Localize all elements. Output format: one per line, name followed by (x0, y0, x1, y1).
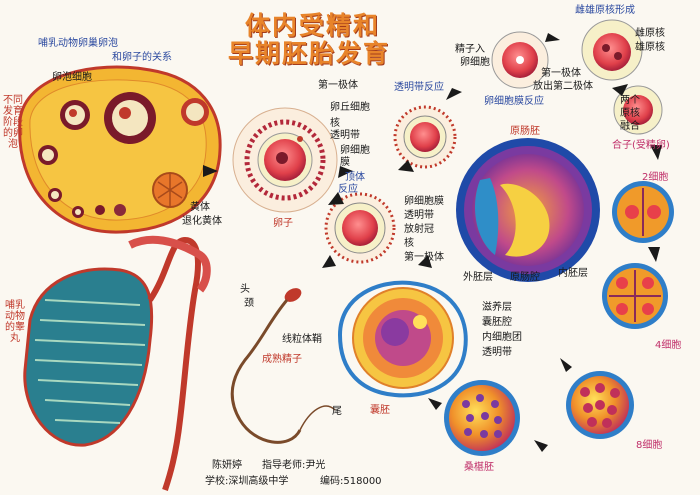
label-oocyte-name: 卵子 (273, 218, 293, 229)
gastrula (456, 138, 600, 282)
ovary-caption-line1: 哺乳动物卵巢卵泡 (38, 38, 118, 49)
label-oocyte-zona: 透明带 (330, 130, 360, 141)
label-corpus-luteum: 黄体 (190, 202, 210, 213)
label-right-nucleus: 核 (404, 238, 414, 249)
label-blastocoel: 囊胚腔 (482, 317, 512, 328)
label-oocyte-nucleus: 核 (330, 118, 340, 129)
label-fusion-1: 两个 (620, 95, 640, 106)
embryo-4-cell (602, 263, 668, 329)
label-blastocyst: 囊胚 (370, 405, 390, 416)
label-sperm-head: 头 (240, 284, 250, 295)
label-female-pronucleus: 雌原核 (635, 28, 665, 39)
follicle-mature (181, 98, 209, 126)
label-right-corona: 放射冠 (404, 224, 434, 235)
label-4-cell: 4细胞 (655, 340, 682, 351)
zygote-cell (613, 85, 663, 135)
label-oocyte-membrane-1: 卵细胞 (340, 145, 370, 156)
footer-postcode: 编码:518000 (320, 476, 382, 487)
fertilization-cell-lower (324, 192, 396, 264)
mature-sperm (230, 288, 336, 444)
label-first-polar-body: 第一极体 (318, 80, 358, 91)
flow-arrows (203, 33, 662, 452)
label-gastrula: 原肠胚 (510, 126, 540, 137)
label-zona-reaction: 透明带反应 (394, 82, 444, 93)
label-inner-cell-mass: 内细胞团 (482, 332, 522, 343)
label-right-polar-body: 第一极体 (404, 252, 444, 263)
label-morula: 桑椹胚 (464, 462, 494, 473)
label-sperm-tail: 尾 (332, 406, 342, 417)
label-fusion-2: 原核 (620, 108, 640, 119)
label-zygote: 合子(受精卵) (612, 140, 670, 151)
morula (444, 380, 520, 456)
label-male-pronucleus: 雄原核 (635, 42, 665, 53)
pronuclei-cell (581, 19, 643, 81)
label-corona-cell: 卵丘细胞 (330, 102, 370, 113)
title-line-1: 体内受精和 (245, 11, 381, 40)
ovary-side-label: 不同发育阶段的卵泡 (3, 95, 23, 150)
oocyte-cell (232, 107, 338, 213)
label-fusion-3: 融合 (620, 121, 640, 132)
label-right-membrane: 卵细胞膜 (404, 196, 444, 207)
footer-teacher: 指导老师:尹光 (262, 460, 326, 471)
footer-author: 陈妍婷 (212, 460, 242, 471)
title-line-2: 早期胚胎发育 (228, 39, 391, 68)
ovary-caption-line2: 和卵子的关系 (112, 52, 172, 63)
label-8-cell: 8细胞 (636, 440, 663, 451)
label-acrosome-reaction-1: 顶体 (345, 172, 365, 183)
sperm-entering-egg (491, 31, 549, 89)
label-archenteron: 原肠腔 (510, 272, 540, 283)
label-ectoderm: 外胚层 (463, 272, 493, 283)
label-trophoblast: 滋养层 (482, 302, 512, 313)
blastocyst (337, 280, 468, 398)
label-sperm-enter-2: 卵细胞 (460, 57, 490, 68)
label-right-zona: 透明带 (404, 210, 434, 221)
label-endoderm: 内胚层 (558, 268, 588, 279)
label-membrane-reaction: 卵细胞膜反应 (484, 96, 544, 107)
label-oocyte-membrane-2: 膜 (340, 157, 350, 168)
fertilization-cell-upper (393, 105, 457, 169)
embryo-2-cell (612, 181, 674, 243)
ovary-diagram (18, 65, 222, 234)
label-pronuclei-title: 雌雄原核形成 (575, 5, 635, 16)
embryo-8-cell (566, 371, 634, 439)
corpus-luteum (152, 172, 188, 208)
label-blastocyst-zona: 透明带 (482, 347, 512, 358)
follicle-medium (60, 100, 90, 130)
label-2-cell: 2细胞 (642, 172, 669, 183)
footer-school: 学校:深圳高级中学 (205, 476, 289, 487)
label-acrosome-reaction-2: 反应 (338, 184, 358, 195)
label-follicle-cell: 卵泡细胞 (52, 72, 92, 83)
testis-side-label: 哺乳动物的睾丸 (5, 300, 25, 344)
label-mature-sperm: 成熟精子 (262, 354, 302, 365)
follicle-large (104, 92, 156, 144)
label-mitochondria: 线粒体鞘 (282, 334, 322, 345)
label-sperm-neck: 颈 (244, 298, 254, 309)
label-second-polar-body: 放出第二极体 (533, 81, 593, 92)
label-corpus-albicans: 退化黄体 (182, 216, 222, 227)
testis-diagram (23, 235, 211, 491)
label-sperm-enter-1: 精子入 (455, 44, 485, 55)
label-polar-body: 第一极体 (541, 68, 581, 79)
